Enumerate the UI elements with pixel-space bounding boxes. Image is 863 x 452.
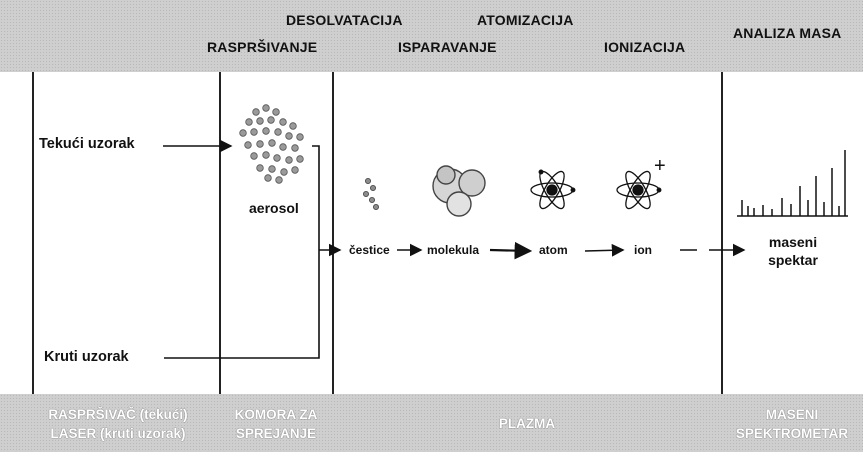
- molecule-icon: [432, 165, 486, 217]
- solid-sample-line: [164, 250, 320, 359]
- liquid-sample-label: Tekući uzorak: [39, 136, 135, 152]
- footer-mass-spectrometer: MASENI SPEKTROMETAR: [723, 405, 861, 443]
- arrow-molecule-to-atom: [489, 241, 533, 260]
- divider-plasma: [721, 72, 723, 394]
- ion-icon: [616, 170, 662, 210]
- footer-mass-spectrometer-line1: MASENI: [765, 407, 819, 422]
- divider-chamber: [332, 72, 334, 394]
- solid-sample-label: Kruti uzorak: [44, 349, 129, 365]
- footer-mass-spectrometer-line2: SPEKTROMETAR: [735, 426, 849, 441]
- header-desolvatacija: DESOLVATACIJA: [286, 12, 403, 28]
- footer-spray-chamber-line1: KOMORA ZA: [234, 407, 318, 422]
- header-isparavanje: ISPARAVANJE: [398, 39, 497, 55]
- footer-spray-chamber: KOMORA ZA SPREJANJE: [221, 405, 331, 443]
- mass-spectrum-label-line2: spektar: [768, 252, 818, 268]
- aerosol-connector: [312, 145, 320, 250]
- mass-spectrum-label: maseni spektar: [750, 233, 836, 269]
- footer-nebulizer-line2: LASER (kruti uzorak): [50, 426, 186, 441]
- header-analiza-masa: ANALIZA MASA: [733, 25, 842, 41]
- footer-nebulizer-line1: RASPRŠIVAČ (tekući): [48, 407, 188, 422]
- atom-icon: [530, 169, 576, 210]
- header-rasprsivanje: RASPRŠIVANJE: [207, 39, 318, 55]
- ion-charge-label: +: [654, 155, 666, 177]
- aerosol-label: aerosol: [249, 200, 299, 216]
- molecule-label: molekula: [427, 243, 480, 257]
- header-atomizacija: ATOMIZACIJA: [477, 12, 574, 28]
- header-band: [0, 0, 863, 72]
- aerosol-droplets-icon: [239, 104, 304, 184]
- footer-band: [0, 394, 863, 452]
- mass-spectrum-label-line1: maseni: [768, 234, 818, 250]
- mass-spectrum-icon: [737, 150, 848, 217]
- arrow-atom-to-ion: [584, 243, 625, 257]
- divider-nebulizer: [219, 72, 221, 394]
- particles-label: čestice: [349, 243, 390, 257]
- footer-spray-chamber-line2: SPREJANJE: [235, 426, 317, 441]
- particles-icon: [362, 177, 379, 210]
- ion-label: ion: [634, 243, 652, 257]
- footer-nebulizer: RASPRŠIVAČ (tekući) LASER (kruti uzorak): [22, 405, 214, 443]
- divider-left: [32, 72, 34, 394]
- header-ionizacija: IONIZACIJA: [604, 39, 686, 55]
- atom-label: atom: [539, 243, 568, 257]
- footer-plasma: PLAZMA: [498, 416, 556, 431]
